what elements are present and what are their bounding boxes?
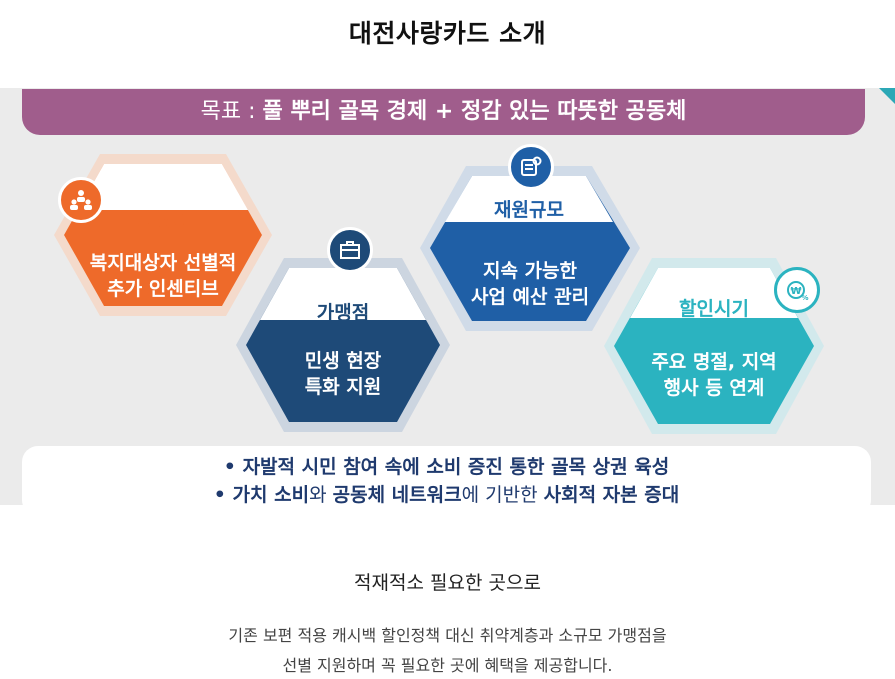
- goal-text: 풀 뿌리 골목 경제 + 정감 있는 따뜻한 공동체: [262, 99, 687, 124]
- hex-discount-desc: 주요 명절, 지역 행사 등 연계: [620, 349, 808, 401]
- section-desc-line1: 기존 보편 적용 캐시백 할인정책 대신 취약계층과 소규모 가맹점을: [228, 626, 667, 645]
- page-title: 대전사랑카드 소개: [348, 19, 547, 48]
- summary-em-2: 공동체 네트워크: [332, 484, 462, 505]
- budget-icon: [508, 144, 554, 190]
- summary-em-1: 가치 소비: [232, 484, 310, 505]
- hex-budget: [420, 166, 640, 331]
- hex-store-line2: 특화 지원: [304, 376, 382, 398]
- bullet-2: •: [213, 484, 233, 505]
- intro-banner: 목표 : 풀 뿌리 골목 경제 + 정감 있는 따뜻한 공동체: [0, 88, 895, 505]
- summary-em-3: 사회적 자본 증대: [543, 484, 680, 505]
- summary-panel: • 자발적 시민 참여 속에 소비 증진 통한 골목 상권 육성 • 가치 소비…: [22, 446, 871, 505]
- hex-user: [54, 154, 272, 316]
- summary-text-2: 에 기반한: [461, 484, 544, 505]
- hex-user-title: 사용자: [136, 210, 190, 232]
- bullet-1: •: [223, 456, 243, 478]
- section-desc-line2: 선별 지원하며 꼭 필요한 곳에 혜택을 제공합니다.: [282, 656, 613, 675]
- summary-text-1: 와: [309, 484, 333, 505]
- summary-line-1-text: 자발적 시민 참여 속에 소비 증진 통한 골목 상권 육성: [242, 456, 670, 478]
- svg-text:₩: ₩: [790, 286, 801, 297]
- hex-budget-desc: 지속 가능한 사업 예산 관리: [440, 258, 620, 310]
- hex-user-line1: 복지대상자 선별적: [89, 252, 237, 274]
- goal-label: 목표 :: [200, 99, 263, 124]
- summary-line-2: • 가치 소비와 공동체 네트워크에 기반한 사회적 자본 증대: [22, 480, 871, 505]
- hex-store: [236, 258, 450, 432]
- hex-budget-title: 재원규모: [494, 199, 564, 221]
- hex-budget-line2: 사업 예산 관리: [470, 286, 590, 308]
- hex-store-desc: 민생 현장 특화 지원: [256, 348, 430, 400]
- won-percent-icon: ₩ %: [774, 267, 820, 313]
- hex-discount-line2: 행사 등 연계: [663, 377, 765, 399]
- summary-line-1: • 자발적 시민 참여 속에 소비 증진 통한 골목 상권 육성: [22, 452, 871, 479]
- svg-text:%: %: [801, 294, 808, 302]
- store-icon: [327, 227, 373, 273]
- hex-budget-line1: 지속 가능한: [482, 260, 577, 282]
- goal-bar: 목표 : 풀 뿌리 골목 경제 + 정감 있는 따뜻한 공동체: [22, 89, 865, 135]
- people-icon: [58, 177, 104, 223]
- section-subtitle: 적재적소 필요한 곳으로: [354, 572, 541, 594]
- hex-user-line2: 추가 인센티브: [107, 278, 219, 300]
- hex-user-desc: 복지대상자 선별적 추가 인센티브: [70, 250, 256, 302]
- hex-store-title: 가맹점: [316, 302, 370, 324]
- hex-store-line1: 민생 현장: [304, 350, 382, 372]
- hexagon-graphics: [54, 154, 824, 434]
- hex-discount-line1: 주요 명절, 지역: [651, 351, 777, 373]
- hex-discount-title: 할인시기: [679, 298, 749, 320]
- corner-accent: [879, 88, 895, 104]
- hex-discount: [604, 258, 824, 434]
